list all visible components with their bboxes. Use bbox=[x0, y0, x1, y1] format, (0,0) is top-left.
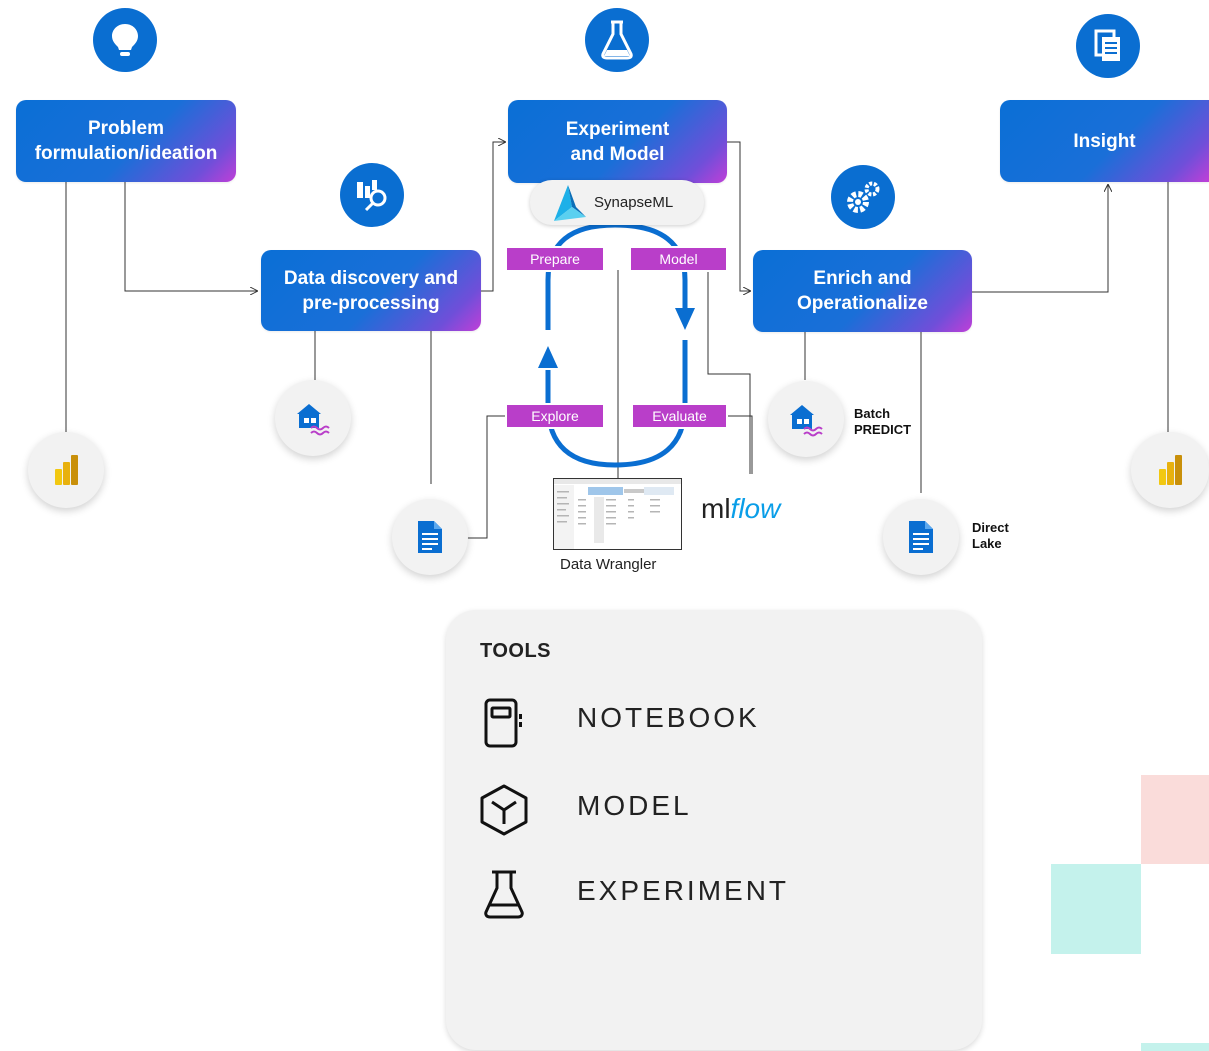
stage-enrich-operationalize: Enrich and Operationalize bbox=[753, 250, 972, 332]
lightbulb-icon bbox=[93, 8, 157, 72]
direct-lake-label: Direct Lake bbox=[972, 520, 1009, 551]
tag-model: Model bbox=[631, 248, 726, 270]
report-icon bbox=[1076, 14, 1140, 78]
stage-experiment-model: Experiment and Model bbox=[508, 100, 727, 183]
stage-insight: Insight bbox=[1000, 100, 1209, 182]
gears-icon bbox=[831, 165, 895, 229]
lakehouse-icon bbox=[768, 381, 844, 457]
tool-experiment-label: EXPERIMENT bbox=[577, 875, 790, 906]
powerbi-icon bbox=[28, 432, 104, 508]
data-wrangler-screenshot bbox=[553, 478, 682, 550]
tag-prepare: Prepare bbox=[507, 248, 603, 270]
tools-title: TOOLS bbox=[480, 640, 552, 662]
model-cube-icon bbox=[480, 784, 528, 836]
mlflow-logo: mlflow bbox=[701, 494, 780, 524]
decorative-square-pink bbox=[1141, 775, 1209, 864]
decorative-square-mint bbox=[1051, 864, 1141, 954]
synapseml-badge: SynapseML bbox=[530, 180, 704, 225]
mlflow-ml-text: ml bbox=[701, 493, 731, 524]
mlflow-flow-text: flow bbox=[730, 493, 781, 524]
experiment-flask-icon bbox=[484, 870, 524, 919]
data-wrangler-label: Data Wrangler bbox=[560, 556, 657, 573]
document-icon bbox=[883, 499, 959, 575]
synapseml-label: SynapseML bbox=[594, 194, 674, 211]
stage-data-discovery: Data discovery and pre-processing bbox=[261, 250, 481, 331]
tag-evaluate: Evaluate bbox=[633, 405, 726, 427]
tool-notebook-label: NOTEBOOK bbox=[577, 702, 760, 733]
stage-problem-formulation: Problem formulation/ideation bbox=[16, 100, 236, 182]
powerbi-icon bbox=[1131, 432, 1209, 508]
flask-icon bbox=[585, 8, 649, 72]
notebook-icon bbox=[484, 698, 522, 748]
decorative-square-mint-bottom bbox=[1141, 1043, 1209, 1051]
synapseml-logo-icon bbox=[554, 184, 586, 221]
tag-explore: Explore bbox=[507, 405, 603, 427]
tools-panel: TOOLS NOTEBOOK MODEL EXPERIMENT bbox=[446, 610, 982, 1050]
data-search-icon bbox=[340, 163, 404, 227]
document-icon bbox=[392, 499, 468, 575]
lakehouse-icon bbox=[275, 380, 351, 456]
batch-predict-label: Batch PREDICT bbox=[854, 406, 912, 437]
tool-model-label: MODEL bbox=[577, 790, 692, 821]
